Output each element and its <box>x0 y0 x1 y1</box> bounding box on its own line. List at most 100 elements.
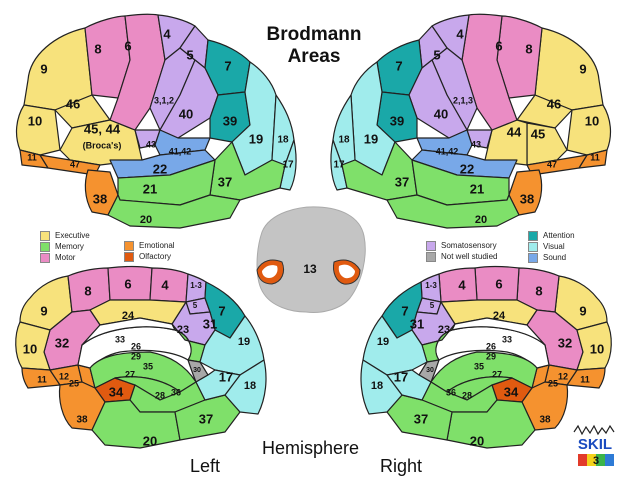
right-medial-label-23: 23 <box>438 324 450 336</box>
left-medial-label-24: 24 <box>122 310 135 322</box>
logo-number: 3 <box>593 455 599 467</box>
left-medial-label-5: 5 <box>193 301 198 310</box>
right-lateral-label-18: 18 <box>338 135 350 146</box>
left-lateral-label-7: 7 <box>224 58 231 73</box>
left-lateral-label-aud: 41,42 <box>169 146 192 156</box>
left-lateral-label-8: 8 <box>94 41 101 56</box>
right-medial-area-17 <box>386 369 432 401</box>
legend-item-attention: Attention <box>528 230 575 241</box>
legend-item-somatosensory: Somatosensory <box>426 240 497 251</box>
right-medial-label-32: 32 <box>558 335 572 350</box>
left-medial-label-10: 10 <box>23 341 37 356</box>
left-medial-label-25: 25 <box>69 378 79 388</box>
left-medial-area-17 <box>195 369 241 401</box>
skil-logo-graphic: SKIL 3 <box>573 424 615 467</box>
right-lateral-label-10: 10 <box>585 113 599 128</box>
area-13-figure <box>256 206 366 313</box>
left-medial-label-9: 9 <box>40 303 47 318</box>
right-medial-label-34: 34 <box>504 384 519 399</box>
legend-swatch <box>40 230 50 241</box>
right-lateral-label-6: 6 <box>495 38 502 53</box>
right-medial-label-12: 12 <box>558 371 568 381</box>
right-lateral-label-46: 46 <box>547 96 561 111</box>
left-medial-label-37: 37 <box>199 411 213 426</box>
right-medial-label-37: 37 <box>414 411 428 426</box>
right-medial-label-28: 28 <box>462 390 472 400</box>
right-lateral-label-45: 45 <box>531 126 545 141</box>
left-lateral-area-40 <box>159 59 219 139</box>
left-lateral-label-18: 18 <box>277 135 289 146</box>
right-lateral-area-10 <box>566 104 612 156</box>
legend-label: Executive <box>55 231 90 240</box>
right-lateral-label-38: 38 <box>520 191 534 206</box>
left-medial-brain <box>15 265 267 449</box>
caption-right: Right <box>380 456 423 476</box>
legend-item-olfactory: Olfactory <box>124 251 175 262</box>
left-medial-area-11 <box>21 367 61 389</box>
left-lateral-label-43: 43 <box>146 139 156 149</box>
right-medial-area-38 <box>521 381 569 431</box>
logo-bar-blue <box>605 454 614 466</box>
right-medial-area-11 <box>566 367 606 389</box>
legend-item-not-well-studied: Not well studied <box>426 251 497 262</box>
right-medial-label-7: 7 <box>401 303 408 318</box>
right-lateral-label-20: 20 <box>475 214 487 226</box>
legend-swatch <box>528 252 538 263</box>
left-lateral-area-10 <box>15 104 61 156</box>
left-lateral-broca-numbers: 45, 44 <box>84 121 121 136</box>
left-lateral-label-5: 5 <box>186 47 193 62</box>
logo-text: SKIL <box>578 436 612 453</box>
left-lateral-label-22: 22 <box>153 161 167 176</box>
left-medial-label-32: 32 <box>55 335 69 350</box>
left-medial-label-35: 35 <box>143 361 153 371</box>
right-medial-label-31: 31 <box>410 316 424 331</box>
left-medial-area-10 <box>15 321 51 371</box>
left-medial-label-4: 4 <box>161 277 169 292</box>
right-lateral-label-somato: 2,1,3 <box>453 95 473 105</box>
right-medial-label-19: 19 <box>377 336 389 348</box>
left-medial-label-12: 12 <box>59 371 69 381</box>
legend-label: Attention <box>543 231 575 240</box>
logo-bar-yellow <box>587 454 596 466</box>
left-lateral-label-17: 17 <box>282 160 294 171</box>
right-lateral-label-8: 8 <box>525 41 532 56</box>
left-lateral-label-21: 21 <box>143 181 157 196</box>
right-medial-area-10 <box>576 321 612 371</box>
legend-item-memory: Memory <box>40 241 90 252</box>
area-13-label: 13 <box>303 262 317 276</box>
right-medial-label-29: 29 <box>486 351 496 361</box>
left-lateral-area-6 <box>109 13 166 131</box>
right-medial-label-10: 10 <box>590 341 604 356</box>
legend-swatch <box>124 251 134 262</box>
right-medial-label-17: 17 <box>394 369 408 384</box>
left-medial-area-4 <box>149 267 189 303</box>
left-medial-label-17: 17 <box>219 369 233 384</box>
legend-item-sound: Sound <box>528 252 575 263</box>
legend-label: Sound <box>543 253 567 262</box>
left-lateral-label-19: 19 <box>249 131 263 146</box>
right-medial-label-25: 25 <box>548 378 558 388</box>
left-lateral-label-9: 9 <box>40 61 47 76</box>
caption-hemisphere: Hemisphere <box>262 438 360 458</box>
right-medial-label-8: 8 <box>535 283 542 298</box>
legend-label: Memory <box>55 242 84 251</box>
legend-swatch <box>528 230 538 241</box>
right-lateral-label-21: 21 <box>470 181 484 196</box>
left-medial-label-19: 19 <box>238 336 250 348</box>
left-medial-label-6: 6 <box>124 276 131 291</box>
right-lateral-area-44 <box>484 119 528 166</box>
legend-swatch <box>528 241 538 252</box>
diagram-title: Brodmann Areas <box>248 24 380 68</box>
logo-bar-red <box>578 454 587 466</box>
right-medial-brain <box>360 265 612 449</box>
left-medial-label-33: 33 <box>115 334 125 344</box>
legend-swatch <box>426 251 436 262</box>
right-medial-label-4: 4 <box>458 277 466 292</box>
left-lateral-label-47: 47 <box>70 159 80 169</box>
right-lateral-label-17: 17 <box>333 160 345 171</box>
left-medial-label-26: 26 <box>131 341 141 351</box>
right-lateral-label-44: 44 <box>507 124 522 139</box>
right-medial-label-26: 26 <box>486 341 496 351</box>
right-medial-label-38: 38 <box>539 415 551 426</box>
